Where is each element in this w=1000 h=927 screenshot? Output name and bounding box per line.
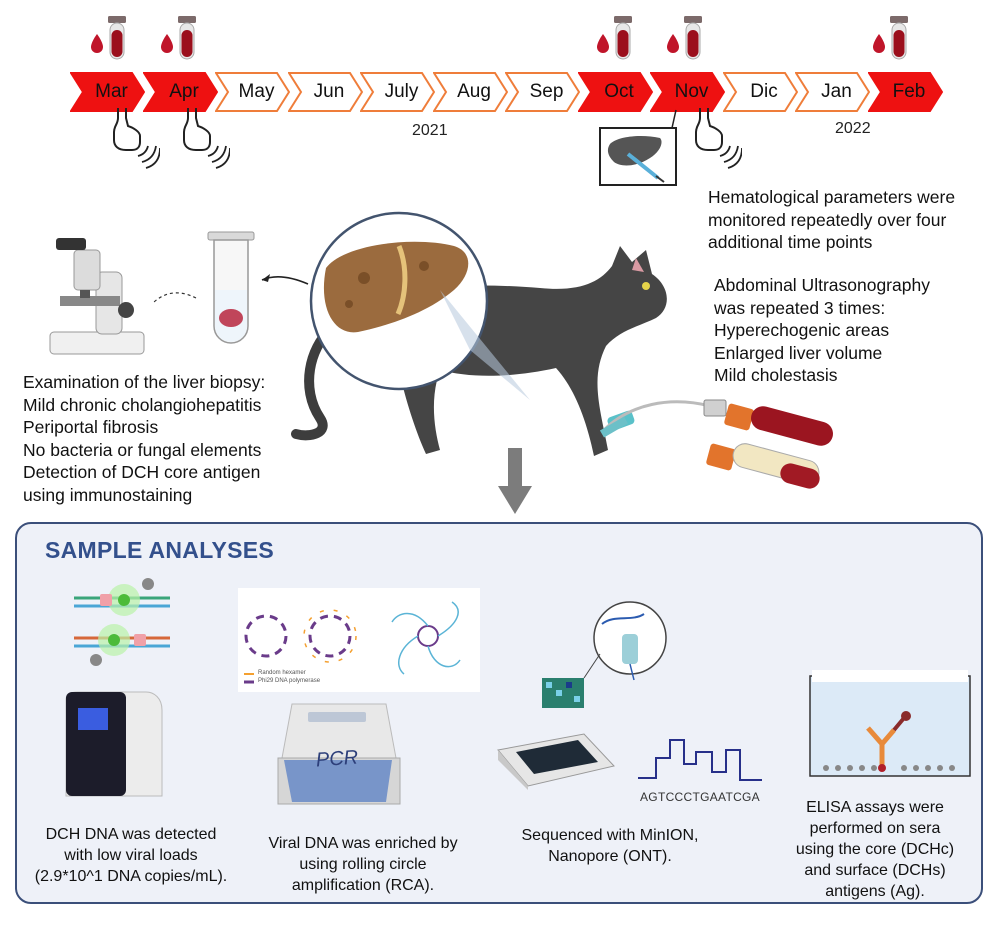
minion-caption: Sequenced with MinION, Nanopore (ONT).	[521, 827, 699, 865]
magnify-cone	[440, 290, 530, 400]
timeline-month-may: May	[215, 70, 290, 114]
biopsy-tube-icon	[207, 231, 255, 344]
pcr-label: PCR	[315, 746, 359, 772]
timeline-month-jun: Jun	[287, 70, 363, 114]
timeline-month-label: Oct	[604, 81, 634, 102]
minion-device-icon	[497, 733, 615, 790]
qpcr-caption: DCH DNA was detected with low viral load…	[34, 826, 228, 885]
timeline-month-label: Dic	[750, 81, 778, 102]
timeline-month-label: Jan	[821, 81, 852, 102]
blood-sample-icon	[597, 16, 632, 60]
timeline-month-dic: Dic	[722, 70, 798, 114]
timeline-month-label: July	[384, 81, 419, 102]
timeline-month-label: Jun	[313, 81, 345, 102]
timeline-month-aug: Aug	[432, 70, 508, 114]
sequence-text: AGTCCCTGAATCGA	[640, 790, 760, 804]
qpcr-machine-icon	[65, 691, 163, 797]
nanopore-detail-icon	[542, 601, 667, 708]
sequence-trace-icon	[638, 739, 762, 781]
hematology-note: Hematological parameters were monitored …	[708, 187, 956, 252]
timeline-month-sep: Sep	[505, 70, 580, 114]
rca-caption: Viral DNA was enriched by using rolling …	[268, 835, 458, 894]
timeline-month-label: Nov	[674, 81, 709, 102]
panel-title: SAMPLE ANALYSES	[45, 537, 275, 563]
qpcr-probe-diagram	[74, 578, 170, 666]
timeline-month-label: Sep	[529, 81, 564, 102]
timeline-month-mar: Mar	[70, 70, 145, 114]
rca-diagram	[238, 588, 480, 692]
year-2022-label: 2022	[835, 120, 871, 137]
blood-sample-icon	[91, 16, 126, 60]
process-arrows	[153, 274, 309, 303]
timeline-month-nov: Nov	[650, 70, 725, 114]
rca-legend-polymerase: Phi29 DNA polymerase	[258, 678, 321, 684]
timeline-month-july: July	[360, 70, 435, 114]
timeline: Mar Apr May Jun July Aug Sep Oct Nov Dic Jan Feb	[70, 70, 960, 114]
timeline-month-label: Mar	[95, 81, 128, 102]
ultrasound-probe-icon	[183, 108, 230, 169]
pcr-machine-icon	[277, 703, 401, 805]
ultrasound-probe-icon	[695, 108, 742, 169]
elisa-caption: ELISA assays were performed on sera usin…	[795, 799, 955, 900]
biopsy-note: Examination of the liver biopsy: Mild ch…	[23, 372, 266, 505]
ultrasound-note: Abdominal Ultrasonography was repeated 3…	[714, 275, 930, 385]
liver-biopsy-icon	[599, 109, 677, 186]
timeline-month-label: May	[238, 81, 275, 102]
down-arrow-icon	[498, 448, 532, 514]
timeline-month-jan: Jan	[795, 70, 870, 114]
liver-magnified-icon	[309, 211, 489, 391]
rca-legend-hexamer: Random hexamer	[258, 670, 306, 676]
timeline-month-label: Apr	[169, 81, 199, 102]
blood-sample-icon	[161, 16, 196, 60]
blood-sample-icon	[873, 16, 908, 60]
blood-collection-tubes-icon	[600, 399, 833, 489]
blood-sample-icon	[667, 16, 702, 60]
ultrasound-probe-icon	[113, 108, 160, 169]
timeline-month-label: Aug	[457, 81, 491, 102]
timeline-month-label: Feb	[892, 81, 926, 102]
microscope-icon	[49, 238, 145, 355]
year-2021-label: 2021	[412, 122, 448, 139]
timeline-month-feb: Feb	[867, 70, 943, 114]
elisa-well-icon	[809, 670, 971, 777]
rca-circles-icon	[244, 601, 461, 684]
timeline-month-oct: Oct	[577, 70, 653, 114]
timeline-month-apr: Apr	[142, 70, 218, 114]
